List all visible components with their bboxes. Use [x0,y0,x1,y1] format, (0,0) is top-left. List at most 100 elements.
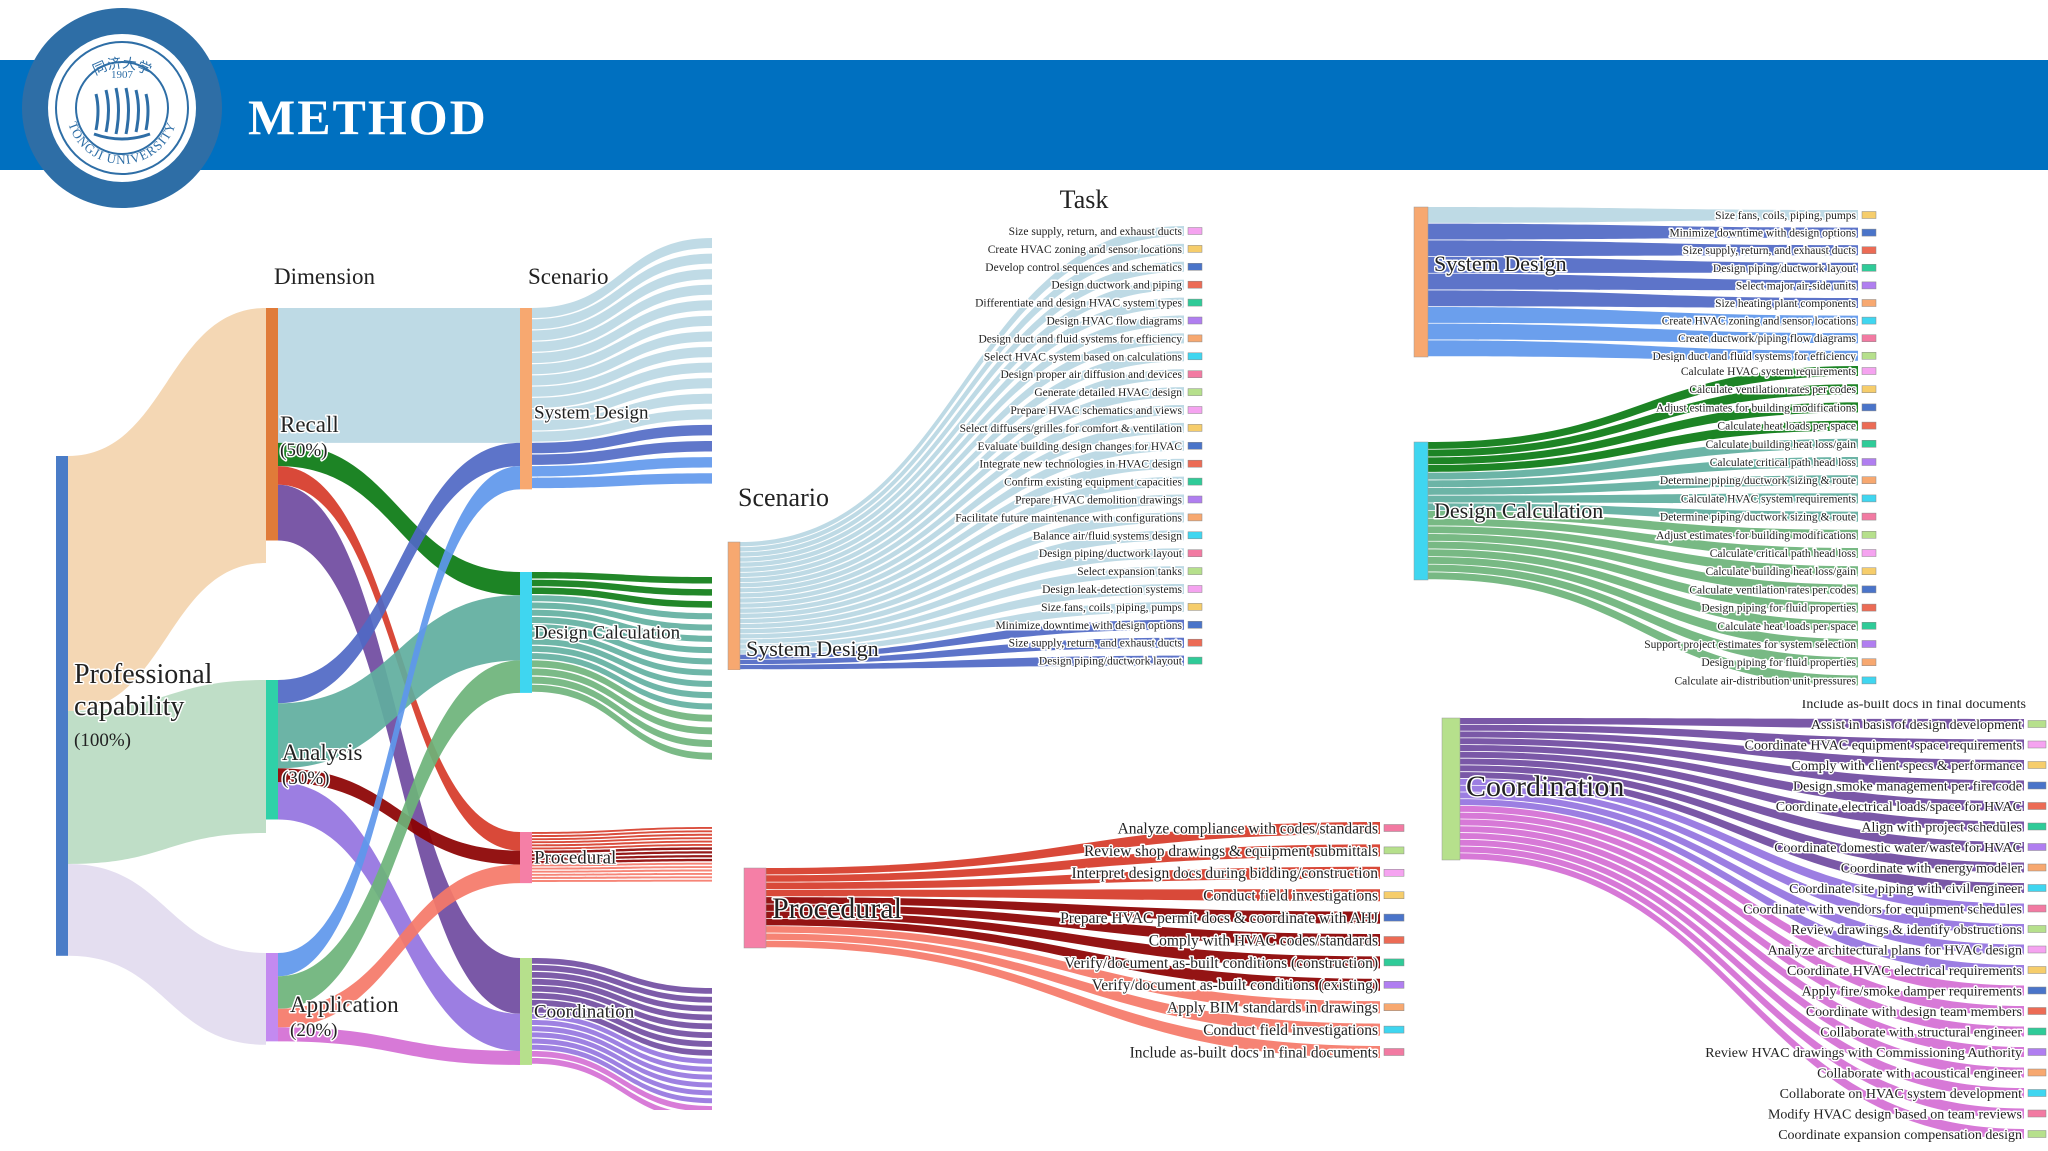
task-flow [1428,493,1858,504]
task-flow [1428,420,1858,472]
task-color-swatch [1861,622,1877,630]
task-flow [740,655,1184,670]
task-label: Analyze compliance with codes/standards [1118,820,1378,837]
task-label: Verify/document as-built conditions (con… [1064,955,1378,972]
task-color-swatch [1187,585,1203,593]
task-flow [740,243,1184,552]
flow-recall-coordination [278,484,520,1014]
fanout-system_design [532,315,712,375]
task-label: Coordinate with design team members [1806,1005,2022,1020]
scenario-label: System Design [1434,251,1567,276]
fanout-procedural [532,872,712,876]
task-label: Include as-built docs in final documents [1130,1044,1378,1061]
fanout-system_design [532,473,712,489]
task-flow [766,866,1380,890]
task-label: Calculate ventilation rates per codes [1689,584,1856,596]
task-label: Comply with HVAC codes/standards [1149,932,1378,949]
system-design-sankey: Size fans, coils, piping, pumpsMinimize … [1413,206,1877,364]
task-color-swatch [1187,603,1203,611]
task-flow [1460,758,2024,852]
task-flow [740,333,1184,578]
flow-recall-design_calculation [278,442,520,596]
task-label: Adjust estimates for building modificati… [1656,402,1856,414]
fanout-coordination [532,978,712,1021]
task-label: Review HVAC drawings with Commissioning … [1705,1046,2022,1061]
task-color-swatch [1861,385,1877,393]
fanout-coordination [532,992,712,1039]
node-system_design [520,308,532,490]
task-flow [1428,323,1858,344]
flow-root-analysis [68,680,266,864]
fanout-design_calculation [532,616,712,654]
flow-application-coordination [278,1027,520,1065]
task-label: Design piping/ductwork layout [1039,656,1183,668]
flow-analysis-coordination [278,782,520,1051]
task-label: Calculate HVAC system requirements [1681,493,1857,505]
fanout-coordination [532,958,712,994]
fanout-coordination [532,1051,712,1110]
task-flow [1428,572,1858,686]
task-color-swatch [1187,549,1203,557]
scenario-node [743,867,767,949]
task-label: Calculate critical path head loss [1710,457,1857,469]
task-label: Size fans, coils, piping, pumps [1041,602,1182,614]
task-color-swatch [1861,352,1877,360]
fanout-design_calculation [532,624,712,665]
task-color-swatch [1861,458,1877,466]
task-flow [1428,207,1858,223]
task-color-swatch [1383,1048,1405,1056]
task-label: Size supply, return, and exhaust ducts [1683,245,1857,257]
task-color-swatch [2027,863,2047,872]
task-flow [740,369,1184,588]
task-label: Verify/document as-built conditions (exi… [1092,977,1378,994]
task-label: Prepare HVAC schematics and views [1010,405,1182,417]
task-label: Integrate new technologies in HVAC desig… [979,459,1182,471]
task-flow [740,279,1184,562]
task-flow [740,601,1184,654]
task-color-swatch [1187,352,1203,361]
task-flow [766,897,1380,924]
task-flow [740,619,1184,659]
task-color-swatch [1861,367,1877,375]
task-flow [1428,438,1858,480]
task-label: Adjust estimates for building modificati… [1656,530,1856,542]
task-flow [1460,853,2024,1139]
task-color-swatch [1861,494,1877,503]
task-label: Balance air/fluid systems design [1033,530,1182,542]
task-color-swatch [2027,740,2047,749]
task-flow [1428,290,1858,308]
task-label: Calculate HVAC system requirements [1681,366,1857,378]
fanout-design_calculation [532,660,712,722]
task-label: Design smoke management per fire code [1793,779,2022,794]
scenario-label: Procedural [772,892,902,925]
task-title: Task [1060,185,1109,214]
task-color-swatch [1187,334,1203,343]
fanout-procedural [532,847,712,853]
scenario-label-design_calculation: Design Calculation [534,622,681,643]
design-calculation-sankey: Calculate HVAC system requirementsCalcul… [1413,365,1877,689]
task-label: Coordinate with energy modeler [1841,861,2023,876]
task-color-swatch [2027,781,2047,790]
fanout-design_calculation [532,595,712,620]
task-flow [1428,340,1858,361]
task-label: Conduct field investigations [1203,888,1378,905]
task-color-swatch [1861,228,1877,237]
task-flow [1428,457,1858,488]
node-root [56,456,68,956]
task-label: Design ductwork and piping [1051,280,1182,292]
logo-seal: TONGJI UNIVERSITY 同济大学 1907 [48,34,196,182]
task-color-swatch [1861,603,1877,612]
task-flow [766,918,1380,991]
task-flow [1460,724,2024,750]
fanout-coordination [532,1044,712,1104]
task-label: Create HVAC zoning and sensor locations [988,244,1183,256]
task-label: Calculate air-distribution unit pressure… [1675,675,1857,687]
task-color-swatch [1861,549,1877,557]
fanout-design_calculation [532,609,712,642]
task-color-swatch [2027,1048,2047,1056]
university-logo: TONGJI UNIVERSITY 同济大学 1907 [22,8,222,208]
